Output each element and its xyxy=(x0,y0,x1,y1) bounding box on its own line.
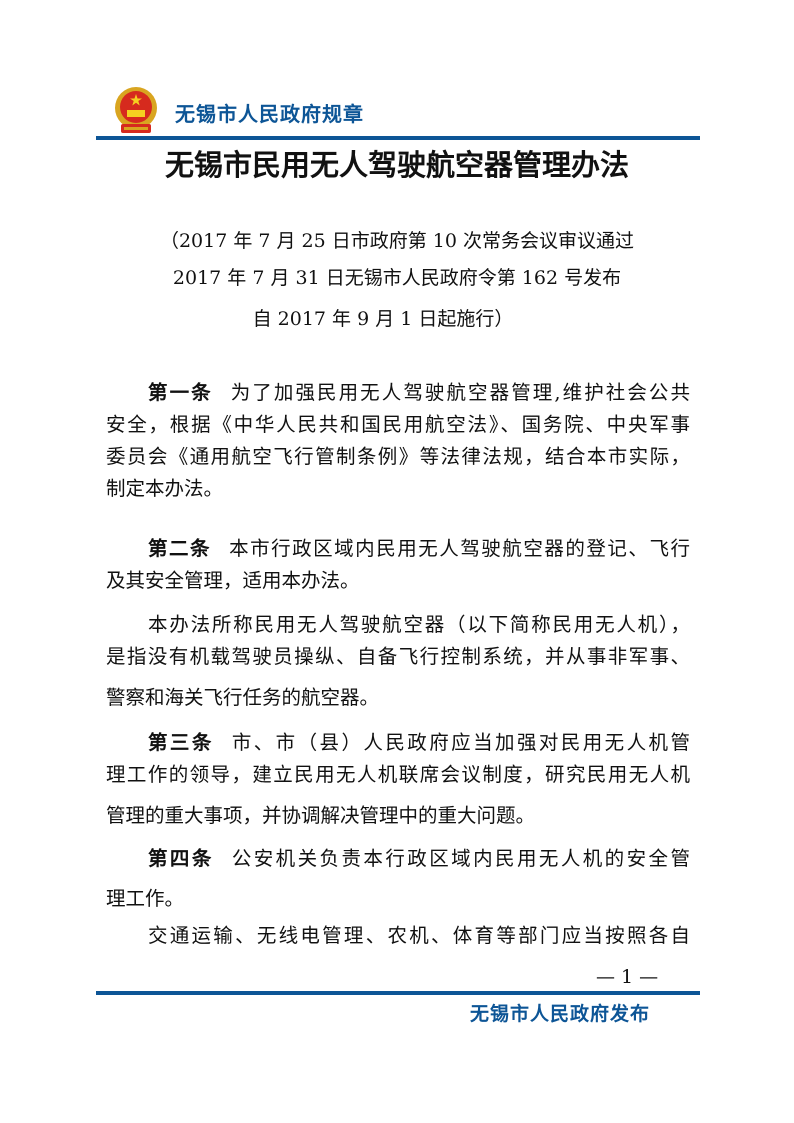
body-line: 委员会《通用航空飞行管制条例》等法律法规，结合本市实际， xyxy=(106,443,690,471)
body-line: 警察和海关飞行任务的航空器。 xyxy=(106,684,690,712)
body-text: 委员会《通用航空飞行管制条例》等法律法规，结合本市实际， xyxy=(106,445,690,468)
article-number: 第一条 xyxy=(148,381,213,404)
article-number: 第二条 xyxy=(148,537,212,560)
body-line: 理工作。 xyxy=(106,885,690,913)
body-line: 第二条本市行政区域内民用无人驾驶航空器的登记、飞行 xyxy=(106,535,690,563)
header-rule xyxy=(96,136,700,140)
national-emblem-icon xyxy=(115,87,157,133)
body-text: 管理的重大事项，并协调解决管理中的重大问题。 xyxy=(106,804,536,827)
article-number: 第三条 xyxy=(148,731,214,754)
subtitle-line: 2017 年 7 月 31 日无锡市人民政府令第 162 号发布 xyxy=(172,267,622,289)
subtitle-line: （2017 年 7 月 25 日市政府第 10 次常务会议审议通过 xyxy=(159,230,635,252)
body-line: 理工作的领导，建立民用无人机联席会议制度，研究民用无人机 xyxy=(106,761,690,789)
article-number: 第四条 xyxy=(148,847,214,870)
footer-publisher: 无锡市人民政府发布 xyxy=(470,1003,651,1025)
body-text: 公安机关负责本行政区域内民用无人机的安全管 xyxy=(231,847,690,870)
body-text: 是指没有机载驾驶员操纵、自备飞行控制系统，并从事非军事、 xyxy=(106,645,690,668)
body-text: 理工作。 xyxy=(106,887,185,910)
subtitle-line: 自 2017 年 9 月 1 日起施行） xyxy=(252,308,514,330)
body-text: 为了加强民用无人驾驶航空器管理,维护社会公共 xyxy=(230,381,690,404)
body-text: 本市行政区域内民用无人驾驶航空器的登记、飞行 xyxy=(229,537,690,560)
body-text: 警察和海关飞行任务的航空器。 xyxy=(106,686,380,709)
body-line: 制定本办法。 xyxy=(106,475,690,503)
body-text: 理工作的领导，建立民用无人机联席会议制度，研究民用无人机 xyxy=(106,763,690,786)
body-text: 安全，根据《中华人民共和国民用航空法》、国务院、中央军事 xyxy=(106,413,690,436)
body-line: 交通运输、无线电管理、农机、体育等部门应当按照各自 xyxy=(106,922,690,950)
body-line: 管理的重大事项，并协调解决管理中的重大问题。 xyxy=(106,802,690,830)
body-line: 安全，根据《中华人民共和国民用航空法》、国务院、中央军事 xyxy=(106,411,690,439)
body-text: 及其安全管理，适用本办法。 xyxy=(106,569,360,592)
document-title: 无锡市民用无人驾驶航空器管理办法 xyxy=(164,148,629,182)
body-line: 第一条为了加强民用无人驾驶航空器管理,维护社会公共 xyxy=(106,379,690,407)
body-line: 是指没有机载驾驶员操纵、自备飞行控制系统，并从事非军事、 xyxy=(106,643,690,671)
page-number: — 1 — xyxy=(596,966,659,988)
body-line: 第四条公安机关负责本行政区域内民用无人机的安全管 xyxy=(106,845,690,873)
body-text: 市、市（县）人民政府应当加强对民用无人机管 xyxy=(231,731,690,754)
body-line: 及其安全管理，适用本办法。 xyxy=(106,567,690,595)
body-line: 本办法所称民用无人驾驶航空器（以下简称民用无人机）， xyxy=(106,611,690,639)
issuer-header: 无锡市人民政府规章 xyxy=(175,102,364,126)
body-line: 第三条市、市（县）人民政府应当加强对民用无人机管 xyxy=(106,729,690,757)
body-text: 本办法所称民用无人驾驶航空器（以下简称民用无人机）， xyxy=(148,613,690,636)
body-text: 交通运输、无线电管理、农机、体育等部门应当按照各自 xyxy=(148,924,690,947)
footer-rule xyxy=(96,991,700,995)
body-text: 制定本办法。 xyxy=(106,477,224,500)
